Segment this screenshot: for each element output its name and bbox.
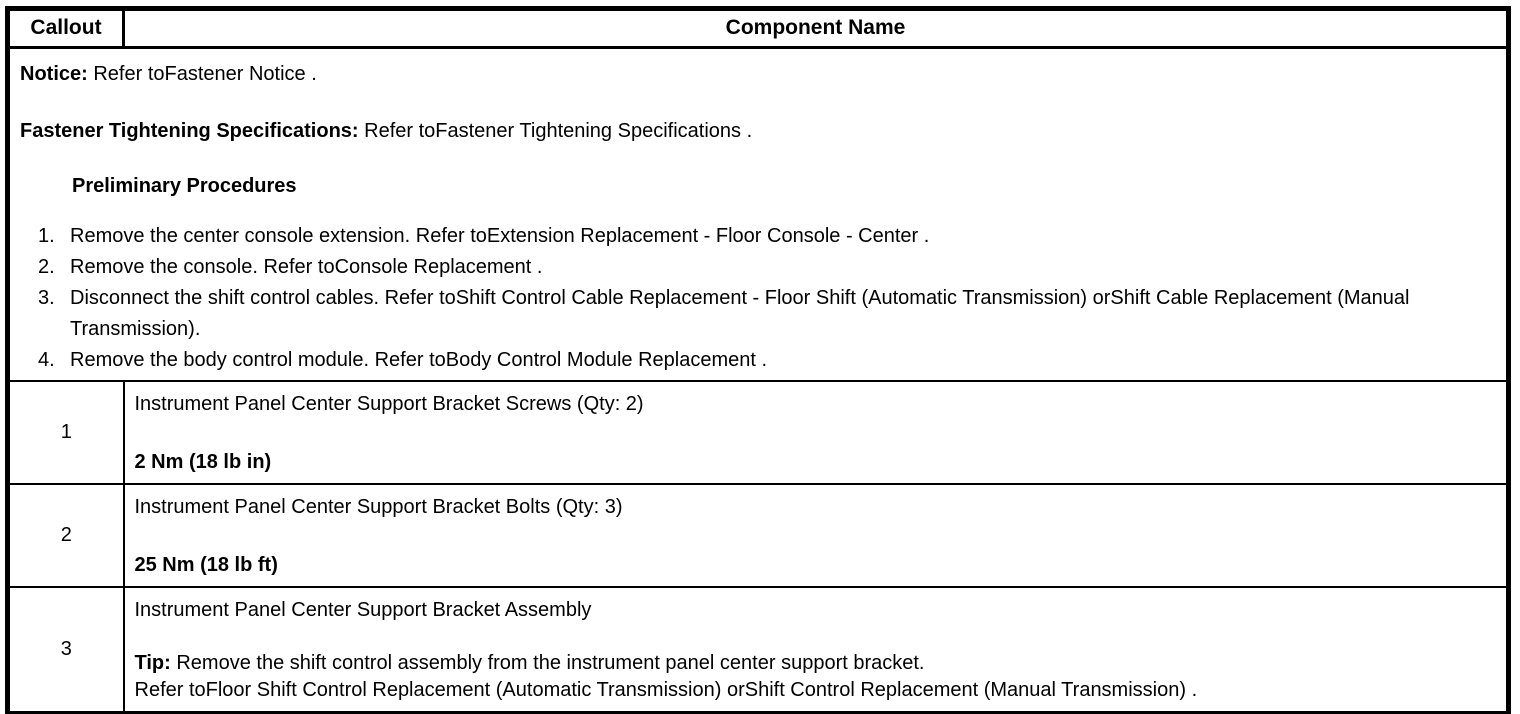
preliminary-step-3: 3. Disconnect the shift control cables. … <box>38 283 1496 345</box>
callout-number: 1 <box>7 381 125 485</box>
refer-text: Refer toFloor Shift Control Replacement … <box>134 679 1198 701</box>
notice-text: Refer toFastener Notice . <box>87 63 317 85</box>
tip-paragraph: Tip: Remove the shift control assembly f… <box>135 650 1497 677</box>
step-number: 2. <box>38 256 55 278</box>
step-text: Remove the console. Refer toConsole Repl… <box>70 256 543 278</box>
step-number: 4. <box>38 349 55 371</box>
table-row-callout-1: 1 Instrument Panel Center Support Bracke… <box>7 381 1509 485</box>
component-name: Instrument Panel Center Support Bracket … <box>134 599 592 621</box>
step-text: Remove the body control module. Refer to… <box>70 349 768 371</box>
preliminary-step-2: 2. Remove the console. Refer toConsole R… <box>38 252 1496 283</box>
torque-spec: 2 Nm (18 lb in) <box>134 451 272 473</box>
callout-number: 2 <box>7 484 125 588</box>
preliminary-procedures-title: Preliminary Procedures <box>72 175 297 197</box>
preliminary-step-1: 1. Remove the center console extension. … <box>38 221 1496 252</box>
component-cell: Instrument Panel Center Support Bracket … <box>123 587 1509 714</box>
step-number: 1. <box>38 225 55 247</box>
table-row-callout-2: 2 Instrument Panel Center Support Bracke… <box>7 484 1509 588</box>
component-name-column-header: Component Name <box>123 8 1509 49</box>
preliminary-steps-list: 1. Remove the center console extension. … <box>38 221 1496 376</box>
table-header-row: Callout Component Name <box>7 8 1509 49</box>
step-text: Remove the center console extension. Ref… <box>70 225 930 247</box>
component-spec-table: Callout Component Name Notice: Refer toF… <box>5 6 1511 714</box>
preliminary-step-4: 4. Remove the body control module. Refer… <box>38 345 1496 376</box>
notice-label: Notice: <box>20 63 88 85</box>
component-cell: Instrument Panel Center Support Bracket … <box>123 381 1509 485</box>
notice-paragraph: Notice: Refer toFastener Notice . <box>20 60 1496 89</box>
table-row-callout-3: 3 Instrument Panel Center Support Bracke… <box>7 587 1509 714</box>
fastener-spec-text: Refer toFastener Tightening Specificatio… <box>358 120 753 142</box>
component-name: Instrument Panel Center Support Bracket … <box>134 393 644 415</box>
component-name: Instrument Panel Center Support Bracket … <box>134 496 623 518</box>
notice-section-row: Notice: Refer toFastener Notice . Fasten… <box>7 47 1509 382</box>
fastener-spec-label: Fastener Tightening Specifications: <box>20 120 359 142</box>
tip-label: Tip: <box>134 652 171 674</box>
torque-spec: 25 Nm (18 lb ft) <box>134 554 278 576</box>
tip-text: Remove the shift control assembly from t… <box>170 652 925 674</box>
step-number: 3. <box>38 287 55 309</box>
notice-cell: Notice: Refer toFastener Notice . Fasten… <box>7 47 1509 382</box>
callout-column-header: Callout <box>7 8 125 49</box>
component-cell: Instrument Panel Center Support Bracket … <box>123 484 1509 588</box>
fastener-spec-paragraph: Fastener Tightening Specifications: Refe… <box>20 117 1496 146</box>
step-text: Disconnect the shift control cables. Ref… <box>70 287 1410 340</box>
callout-number: 3 <box>7 587 125 714</box>
